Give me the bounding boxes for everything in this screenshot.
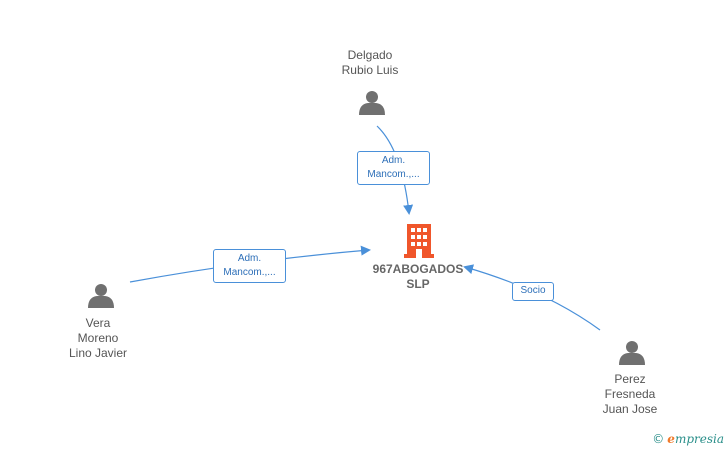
edge-label-line: Adm. <box>381 155 406 166</box>
person-name-line: Juan Jose <box>602 402 658 416</box>
edge-label-line: Mancom.,... <box>367 169 420 180</box>
person-icon[interactable] <box>359 91 385 115</box>
company-label[interactable]: 967ABOGADOS SLP <box>360 262 476 292</box>
company-name-line: SLP <box>406 277 430 291</box>
person-name-line: Vera <box>85 316 111 330</box>
person-name-line: Lino Javier <box>68 346 128 360</box>
person-icon[interactable] <box>88 284 114 308</box>
edge-label-vera[interactable]: Adm. Mancom.,... <box>213 249 286 283</box>
brand-initial: e <box>667 432 675 446</box>
building-icon[interactable] <box>404 224 434 258</box>
person-name-line: Rubio Luis <box>341 63 399 77</box>
person-label-delgado[interactable]: Delgado Rubio Luis <box>322 48 418 78</box>
person-icon[interactable] <box>619 341 645 365</box>
person-label-vera[interactable]: Vera Moreno Lino Javier <box>50 316 146 361</box>
edge-label-line: Mancom.,... <box>223 267 276 278</box>
edge-label-perez[interactable]: Socio <box>512 282 554 301</box>
person-name-line: Delgado <box>347 48 393 62</box>
edge-label-line: Socio <box>520 285 546 296</box>
copyright-icon: © <box>652 432 665 446</box>
person-name-line: Moreno <box>77 331 119 345</box>
company-name-line: 967ABOGADOS <box>372 262 464 276</box>
brand-name: mpresia <box>674 432 724 446</box>
person-name-line: Fresneda <box>604 387 656 401</box>
person-label-perez[interactable]: Perez Fresneda Juan Jose <box>582 372 678 417</box>
brand-logo: ©empresia <box>652 432 724 446</box>
person-name-line: Perez <box>614 372 646 386</box>
edge-label-delgado[interactable]: Adm. Mancom.,... <box>357 151 430 185</box>
edge-label-line: Adm. <box>237 253 262 264</box>
